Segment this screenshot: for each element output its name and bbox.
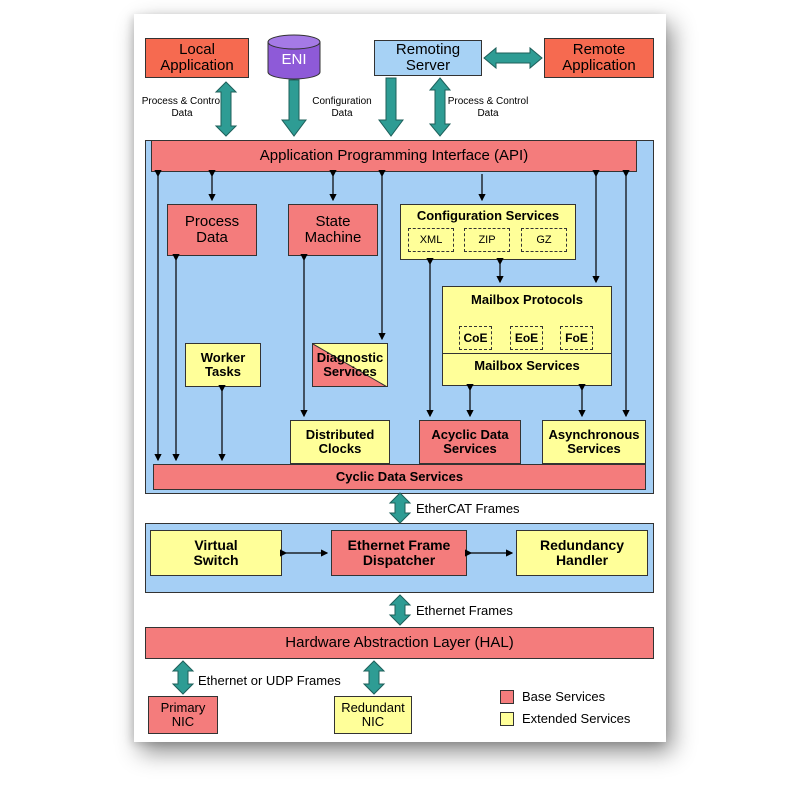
- process-data-label: Process Data: [184, 212, 240, 246]
- zip-format-box: ZIP: [464, 228, 510, 252]
- diagnostic-services-box: Diagnostic Services: [312, 343, 388, 387]
- diagnostic-services-label: Diagnostic Services: [316, 349, 384, 379]
- api-label: Application Programming Interface (API): [259, 146, 529, 164]
- redundant-nic-arrow: [362, 660, 386, 695]
- ethercat-frames-label: EtherCAT Frames: [416, 501, 520, 516]
- process-control-data-right-label: Process & Control Data: [447, 96, 529, 119]
- distributed-clocks-box: Distributed Clocks: [290, 420, 390, 464]
- remoting-server-box: Remoting Server: [374, 40, 482, 76]
- cyclic-data-services-label: Cyclic Data Services: [335, 468, 464, 484]
- diagnostic-split-fill: [313, 344, 387, 386]
- eni-cylinder-shape: [267, 34, 321, 80]
- primary-nic-box: Primary NIC: [148, 696, 218, 734]
- legend-base-label: Base Services: [522, 689, 606, 704]
- redundant-nic-label: Redundant NIC: [341, 699, 405, 729]
- local-application-box: Local Application: [145, 38, 249, 78]
- ethernet-udp-frames-label: Ethernet or UDP Frames: [198, 673, 341, 688]
- mailbox-divider: [442, 353, 612, 354]
- remoting-remote-arrow: [483, 46, 543, 70]
- api-bar: Application Programming Interface (API): [151, 140, 637, 172]
- ethernet-frames-label: Ethernet Frames: [416, 603, 513, 618]
- worker-tasks-box: Worker Tasks: [185, 343, 261, 387]
- redundancy-handler-label: Redundancy Handler: [539, 536, 624, 568]
- remoting-server-label: Remoting Server: [395, 40, 461, 74]
- mailbox-protocols-label: Mailbox Protocols: [471, 292, 583, 307]
- remoting-api-arrow-left: [378, 77, 404, 137]
- process-data-box: Process Data: [167, 204, 257, 256]
- eni-label: ENI: [281, 50, 307, 68]
- gz-format-box: GZ: [521, 228, 567, 252]
- hal-label: Hardware Abstraction Layer (HAL): [285, 633, 514, 651]
- state-machine-label: State Machine: [304, 212, 362, 246]
- cyclic-data-services-bar: Cyclic Data Services: [153, 464, 646, 490]
- primary-nic-label: Primary NIC: [160, 699, 206, 729]
- configuration-services-label: Configuration Services: [416, 208, 560, 223]
- eoe-box: EoE: [510, 326, 543, 350]
- ethernet-frames-arrow: [388, 594, 412, 626]
- hal-bar: Hardware Abstraction Layer (HAL): [145, 627, 654, 659]
- remote-application-label: Remote Application: [562, 40, 636, 74]
- ethernet-frame-dispatcher-label: Ethernet Frame Dispatcher: [347, 536, 451, 568]
- foe-box: FoE: [560, 326, 593, 350]
- ethercat-frames-arrow: [388, 492, 412, 524]
- local-api-arrow: [214, 81, 238, 137]
- acyclic-data-services-label: Acyclic Data Services: [431, 426, 509, 456]
- worker-tasks-label: Worker Tasks: [200, 349, 246, 379]
- legend-extended-swatch: [500, 712, 514, 726]
- remote-application-box: Remote Application: [544, 38, 654, 78]
- virtual-switch-box: Virtual Switch: [150, 530, 282, 576]
- primary-nic-arrow: [171, 660, 195, 695]
- eni-cylinder: ENI: [266, 34, 322, 80]
- redundant-nic-box: Redundant NIC: [334, 696, 412, 734]
- xml-format-box: XML: [408, 228, 454, 252]
- legend-extended-label: Extended Services: [522, 711, 631, 726]
- local-application-label: Local Application: [160, 40, 234, 74]
- configuration-data-label: Configuration Data: [312, 96, 372, 119]
- acyclic-data-services-box: Acyclic Data Services: [419, 420, 521, 464]
- remoting-api-arrow-right: [428, 77, 452, 137]
- asynchronous-services-box: Asynchronous Services: [542, 420, 646, 464]
- distributed-clocks-label: Distributed Clocks: [305, 426, 375, 456]
- legend-base-swatch: [500, 690, 514, 704]
- process-control-data-left-label: Process & Control Data: [141, 96, 223, 119]
- ethernet-frame-dispatcher-box: Ethernet Frame Dispatcher: [331, 530, 467, 576]
- asynchronous-services-label: Asynchronous Services: [548, 426, 640, 456]
- mailbox-services-label: Mailbox Services: [474, 358, 580, 373]
- redundancy-handler-box: Redundancy Handler: [516, 530, 648, 576]
- eni-api-arrow: [281, 79, 307, 137]
- coe-box: CoE: [459, 326, 492, 350]
- virtual-switch-label: Virtual Switch: [193, 536, 239, 568]
- state-machine-box: State Machine: [288, 204, 378, 256]
